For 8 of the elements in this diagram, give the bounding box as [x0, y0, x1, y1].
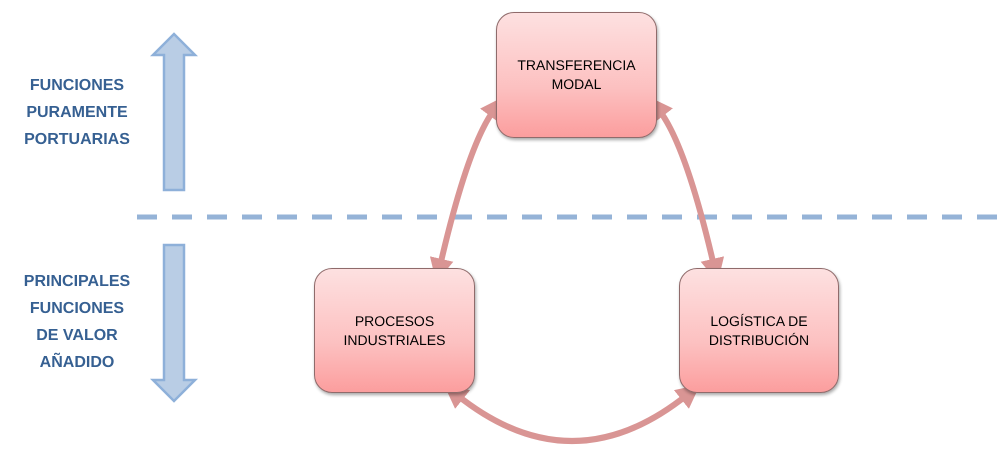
process-box	[314, 268, 475, 393]
section-label: PRINCIPALES FUNCIONES DE VALOR AÑADIDO	[22, 272, 132, 373]
box-label: TRANSFERENCIA MODAL	[516, 56, 637, 94]
process-box	[496, 12, 657, 138]
box-label: LOGÍSTICA DE DISTRIBUCIÓN	[708, 312, 810, 350]
box-label: PROCESOS INDUSTRIALES	[342, 312, 446, 350]
process-box	[679, 268, 839, 393]
section-label: FUNCIONES PURAMENTE PORTUARIAS	[23, 76, 131, 150]
